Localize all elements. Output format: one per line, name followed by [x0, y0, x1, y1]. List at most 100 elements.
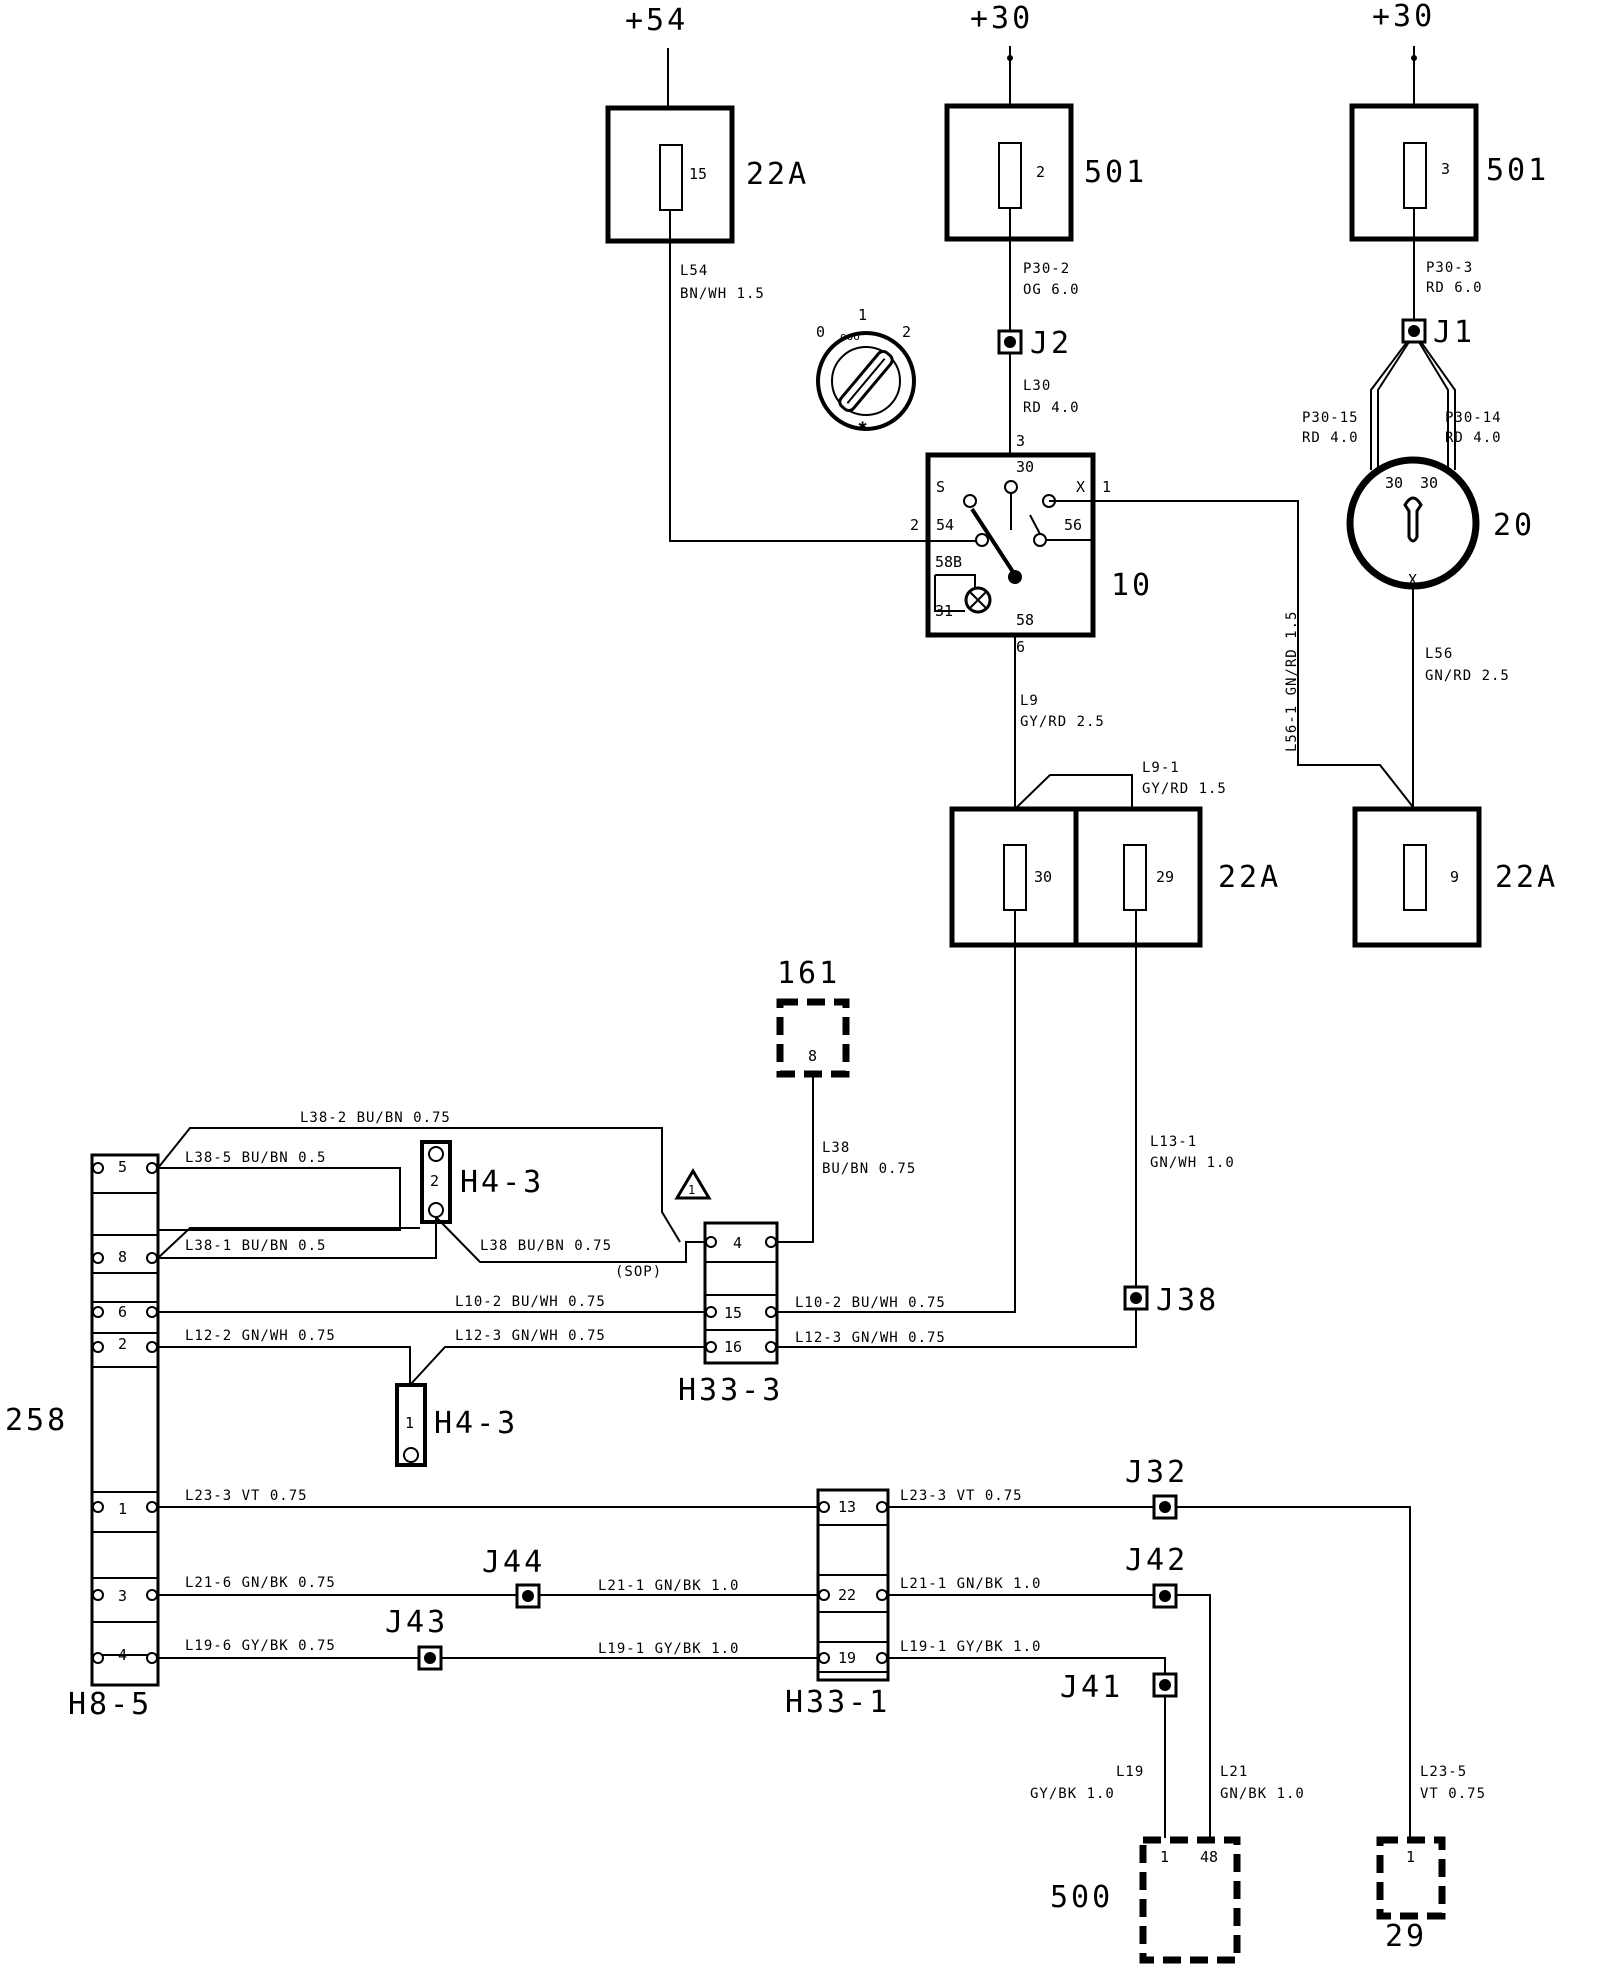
wire-L38-bu-bn: L38 BU/BN 0.75	[480, 1238, 612, 1254]
component-161-pin: 8	[808, 1047, 817, 1065]
switch-pin-6: 6	[1016, 638, 1025, 656]
wire-L13-1-id: L13-1	[1150, 1134, 1197, 1150]
splice-J32: J32	[1125, 1455, 1185, 1520]
fuse-2-pin: 2	[1036, 163, 1045, 181]
wire-L10-2-left: L10-2 BU/WH 0.75	[455, 1294, 606, 1310]
switch-terminal-x: X	[1076, 478, 1085, 496]
component-29-pin: 1	[1406, 1848, 1415, 1866]
H8-5-pin-1: 1	[118, 1500, 127, 1518]
wire-L23-3-right: L23-3 VT 0.75	[900, 1488, 1023, 1504]
switch-terminal-s: S	[936, 478, 945, 496]
wire-L23-5-spec: VT 0.75	[1420, 1786, 1486, 1802]
fuse-box-501-a: 2 501	[944, 103, 1144, 242]
key-position-0: 0	[816, 323, 825, 341]
fuse-29-pin: 29	[1156, 868, 1174, 886]
wire-L10-2-right: L10-2 BU/WH 0.75	[795, 1295, 946, 1311]
wire-L12-3-right: L12-3 GN/WH 0.75	[795, 1330, 946, 1346]
switch-10-label: 10	[1111, 568, 1153, 603]
H8-5-pin-3: 3	[118, 1587, 127, 1605]
switch-terminal-54: 54	[936, 516, 954, 534]
wire-L23-3-left: L23-3 VT 0.75	[185, 1488, 308, 1504]
fuse-box-501-b-label: 501	[1486, 153, 1549, 188]
component-500-pin-48: 48	[1200, 1848, 1218, 1866]
connector-H4-3-top: 2 H4-3	[420, 1140, 544, 1224]
warning-number: 1	[688, 1183, 695, 1197]
connector-H4-3-bottom: 1 H4-3	[395, 1383, 515, 1467]
wire-L13-1-spec: GN/WH 1.0	[1150, 1155, 1235, 1171]
wire-L21-6: L21-6 GN/BK 0.75	[185, 1575, 336, 1591]
wire-L56-1: L56-1 GN/RD 1.5	[1284, 611, 1300, 752]
wire-L19-1-left: L19-1 GY/BK 1.0	[598, 1641, 739, 1657]
wire-L21-1-left: L21-1 GN/BK 1.0	[598, 1578, 739, 1594]
switch-pin-2: 2	[910, 516, 919, 534]
H8-5-pin-2: 2	[118, 1335, 127, 1353]
switch-terminal-58: 58	[1016, 611, 1034, 629]
wire-L21-spec: GN/BK 1.0	[1220, 1786, 1305, 1802]
H33-1-pin-19: 19	[838, 1649, 856, 1667]
wire-L38-2: L38-2 BU/BN 0.75	[300, 1110, 451, 1126]
wire-L9-1-id: L9-1	[1142, 760, 1180, 776]
splice-J38-label: J38	[1156, 1283, 1219, 1318]
component-258-label: 258	[5, 1403, 68, 1438]
splice-J44: J44	[482, 1545, 542, 1609]
wire-L9-id: L9	[1020, 693, 1039, 709]
warning-icon: 1	[674, 1168, 712, 1200]
splice-J41: J41	[1060, 1670, 1178, 1705]
wire-L21-id: L21	[1220, 1764, 1248, 1780]
splice-J42: J42	[1125, 1543, 1188, 1609]
wire-L38-1: L38-1 BU/BN 0.5	[185, 1238, 326, 1254]
wire-L30-spec: RD 4.0	[1023, 400, 1080, 416]
splice-J1-label: J1	[1433, 315, 1475, 350]
splice-J2: J2	[997, 326, 1069, 361]
switch-terminal-58b: 58B	[935, 553, 962, 571]
wire-L38-spec: BU/BN 0.75	[822, 1161, 916, 1177]
H33-1-pin-22: 22	[838, 1586, 856, 1604]
ignition-switch-10: 3 30 S X 1 2 54 56 58B 31 58 6 10	[910, 432, 1153, 656]
splice-J43: J43	[385, 1605, 448, 1671]
connector-H33-1: 13 22 19 H33-1	[785, 1488, 890, 1720]
wire-L54-id: L54	[680, 263, 708, 279]
splice-J1: J1	[1401, 315, 1475, 350]
fuse-3-pin: 3	[1441, 160, 1450, 178]
fuse-box-22a-label: 22A	[746, 157, 809, 192]
H4-3-top-label: H4-3	[460, 1165, 544, 1200]
splice-J43-label: J43	[385, 1605, 448, 1640]
component-29-label: 29	[1385, 1919, 1427, 1954]
wire-P30-15-spec: RD 4.0	[1302, 430, 1359, 446]
fuse-box-22a-right: 9 22A	[1352, 806, 1555, 948]
fuse-9-pin: 9	[1450, 868, 1459, 886]
wire-L23-5-id: L23-5	[1420, 1764, 1467, 1780]
H4-3-top-pin: 2	[430, 1172, 439, 1190]
H8-5-pin-4: 4	[118, 1646, 127, 1664]
wire-L9-1-spec: GY/RD 1.5	[1142, 781, 1227, 797]
lock-terminal-30a: 30	[1385, 474, 1403, 492]
wire-L56-spec: GN/RD 2.5	[1425, 668, 1510, 684]
H33-3-pin-4: 4	[733, 1234, 742, 1252]
splice-J41-label: J41	[1060, 1670, 1123, 1705]
wire-P30-14-spec: RD 4.0	[1445, 430, 1502, 446]
fuse-30-pin: 30	[1034, 868, 1052, 886]
splice-J38: J38	[1123, 1283, 1219, 1318]
H8-5-pin-5: 5	[118, 1158, 127, 1176]
key-position-1: 1	[858, 306, 867, 324]
wire-L38-sop: (SOP)	[615, 1264, 662, 1280]
connector-H8-5: 5 8 6 2 1 3 4 H8-5	[68, 1153, 160, 1722]
splice-J42-label: J42	[1125, 1543, 1188, 1578]
key-slot-icon	[1403, 496, 1423, 543]
wire-P30-2-spec: OG 6.0	[1023, 282, 1080, 298]
wire-L12-2: L12-2 GN/WH 0.75	[185, 1328, 336, 1344]
wire-L12-3-left: L12-3 GN/WH 0.75	[455, 1328, 606, 1344]
wire-L21-1-right: L21-1 GN/BK 1.0	[900, 1576, 1041, 1592]
key-position-icon: 0 1 2 ooo ✱	[816, 306, 916, 434]
wire-L56-id: L56	[1425, 646, 1453, 662]
switch-pin-1: 1	[1102, 478, 1111, 496]
wire-L19-id: L19	[1116, 1764, 1144, 1780]
wire-P30-3-id: P30-3	[1426, 260, 1473, 276]
H4-3-bottom-pin: 1	[405, 1414, 414, 1432]
H33-1-label: H33-1	[785, 1685, 890, 1720]
wire-L19-1-right: L19-1 GY/BK 1.0	[900, 1639, 1041, 1655]
wire-P30-15-id: P30-15	[1302, 410, 1359, 426]
wire-L38-5: L38-5 BU/BN 0.5	[185, 1150, 326, 1166]
